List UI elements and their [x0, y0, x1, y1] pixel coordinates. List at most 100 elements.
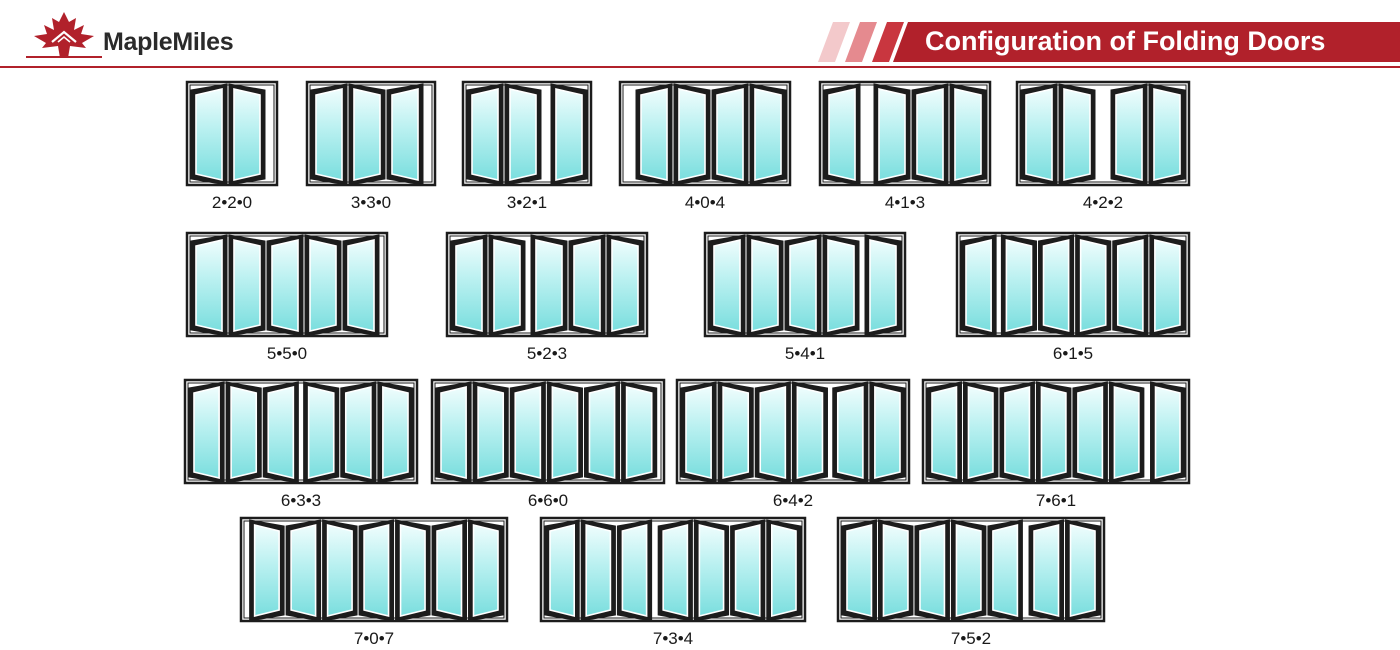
door-panel — [1072, 381, 1108, 484]
door-panel — [822, 234, 860, 337]
configuration-label: 2•2•0 — [211, 193, 253, 212]
door-config — [921, 378, 1191, 485]
door-config — [183, 378, 419, 485]
configuration-label: 6•3•3 — [280, 491, 322, 510]
door-panel — [730, 519, 766, 622]
configuration-label: 3•2•1 — [506, 193, 548, 212]
door-panel — [823, 83, 861, 186]
page-title: Configuration of Folding Doors — [925, 26, 1326, 56]
door-panel — [544, 519, 580, 622]
door-panel — [580, 519, 616, 622]
door-config — [445, 231, 649, 338]
door-config — [818, 80, 992, 187]
door-frame — [618, 80, 792, 187]
door-frame — [305, 80, 437, 187]
door-frame-inner — [465, 84, 589, 183]
door-panel — [1000, 234, 1038, 337]
configuration-label: 4•2•2 — [1082, 193, 1124, 212]
configuration-label: 7•5•2 — [950, 629, 992, 648]
door-panel — [606, 234, 644, 337]
door-panel — [673, 83, 711, 186]
door-panel — [1020, 83, 1058, 186]
configuration-label: 5•5•0 — [266, 344, 308, 363]
door-config — [675, 378, 911, 485]
door-panel — [530, 234, 568, 337]
configuration-label: 6•1•5 — [1052, 344, 1094, 363]
door-panel — [987, 519, 1023, 622]
door-panel — [873, 83, 911, 186]
door-panel — [962, 381, 999, 484]
door-config — [703, 231, 907, 338]
door-panel — [358, 519, 395, 622]
door-panel — [262, 381, 299, 484]
door-panel — [488, 234, 526, 337]
door-config — [618, 80, 792, 187]
door-frame-inner — [622, 84, 788, 183]
door-panel — [546, 381, 583, 484]
door-panel — [616, 519, 653, 622]
door-panel — [188, 381, 225, 484]
door-config — [430, 378, 666, 485]
door-panel — [583, 381, 621, 484]
door-panel — [228, 83, 266, 186]
door-panel — [657, 519, 693, 622]
door-panel — [1028, 519, 1065, 622]
door-panel — [877, 519, 914, 622]
door-panel — [1150, 381, 1186, 484]
door-frame — [1015, 80, 1191, 187]
door-frame — [539, 516, 807, 623]
door-panel — [310, 83, 348, 186]
door-panel — [1075, 234, 1112, 337]
configuration-label: 7•3•4 — [652, 629, 694, 648]
door-frame — [183, 378, 419, 485]
door-panel — [869, 381, 906, 484]
door-panel — [1148, 83, 1186, 186]
header-divider — [0, 66, 1400, 68]
door-panel — [711, 83, 749, 186]
door-frame — [921, 378, 1191, 485]
door-panel — [1108, 381, 1145, 484]
door-panel — [841, 519, 877, 622]
door-panel — [190, 234, 228, 337]
door-panel — [190, 83, 228, 186]
door-config — [539, 516, 807, 623]
door-panel — [766, 519, 802, 622]
configuration-label: 5•4•1 — [784, 344, 826, 363]
door-frame — [836, 516, 1106, 623]
door-panel — [466, 83, 504, 186]
door-panel — [228, 234, 266, 337]
door-panel — [266, 234, 304, 337]
door-frame — [239, 516, 509, 623]
door-panel — [1110, 83, 1148, 186]
door-panel — [784, 234, 822, 337]
door-panel — [680, 381, 717, 484]
door-panel — [749, 83, 787, 186]
door-panel — [635, 83, 673, 186]
door-panel — [911, 83, 949, 186]
door-frame-inner — [1019, 84, 1187, 183]
configuration-label: 6•4•2 — [772, 491, 814, 510]
configuration-label: 7•0•7 — [353, 629, 395, 648]
configuration-label: 4•0•4 — [684, 193, 726, 212]
door-panel — [348, 83, 386, 186]
door-panel — [1035, 381, 1072, 484]
door-panel — [1058, 83, 1096, 186]
door-frame — [445, 231, 649, 338]
door-panel — [708, 234, 746, 337]
door-frame — [185, 231, 389, 338]
door-panel — [377, 381, 414, 484]
door-panel — [754, 381, 791, 484]
door-panel — [395, 519, 431, 622]
door-panel — [746, 234, 784, 337]
door-panel — [304, 234, 342, 337]
door-panel — [249, 519, 285, 622]
configuration-label: 5•2•3 — [526, 344, 568, 363]
door-config — [305, 80, 437, 187]
door-panel — [504, 83, 542, 186]
door-panel — [693, 519, 730, 622]
door-panel — [285, 519, 322, 622]
door-panel — [621, 381, 658, 484]
door-panel — [1149, 234, 1186, 337]
door-config — [1015, 80, 1191, 187]
